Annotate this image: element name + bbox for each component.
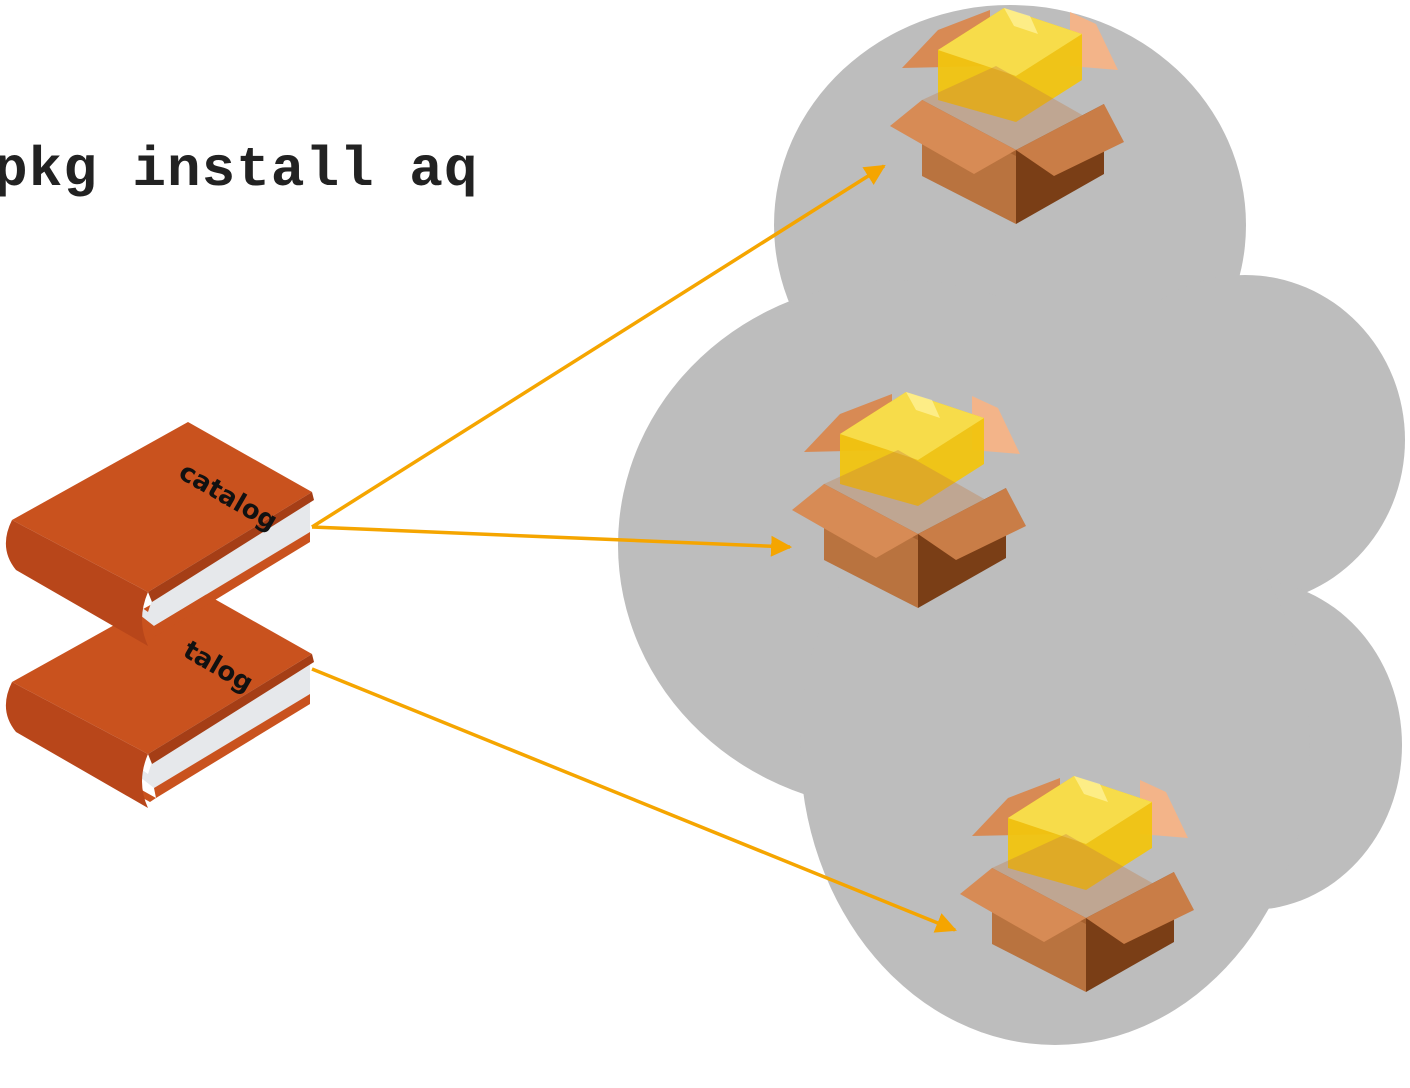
arrows	[311, 164, 957, 933]
arrow-to-middle-package	[311, 525, 793, 557]
arrow-to-top-package	[311, 164, 886, 529]
catalog-book-front: catalog	[5, 422, 314, 646]
package-repository-cloud	[618, 5, 1405, 1045]
install-command: pkg install aq	[0, 138, 479, 202]
arrow-to-bottom-package	[311, 667, 957, 933]
catalog-book-back: talog	[5, 584, 314, 808]
